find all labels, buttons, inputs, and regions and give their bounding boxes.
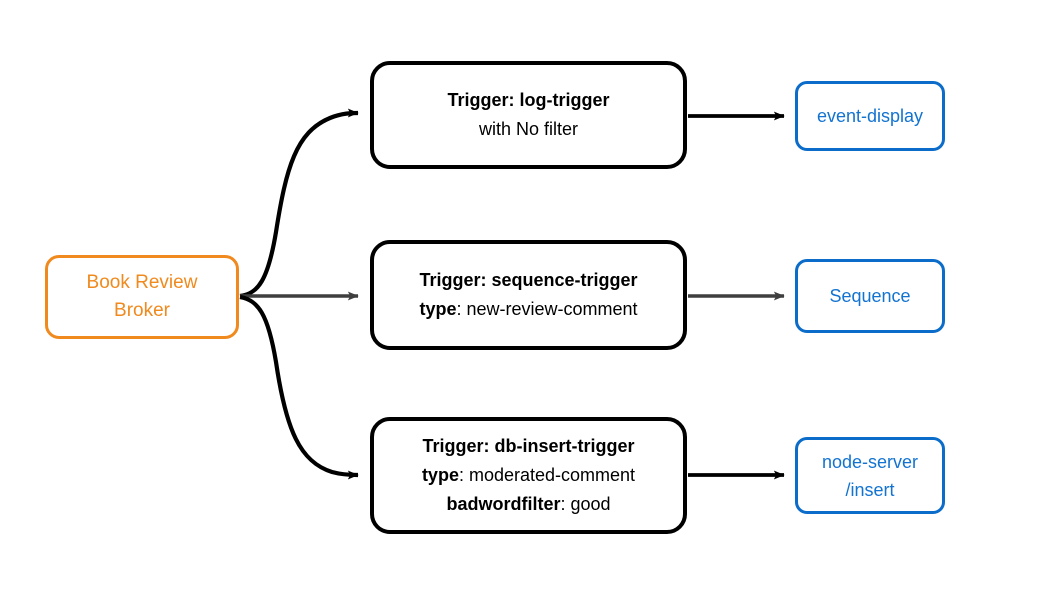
broker-label-line1: Book Review	[86, 272, 198, 293]
sequence-trigger-filter-sep: :	[456, 299, 467, 319]
sequence-trigger-filter-value: new-review-comment	[466, 299, 638, 319]
db-insert-trigger-type-key: type	[421, 465, 459, 485]
db-insert-trigger-type-sep: :	[458, 465, 469, 485]
db-insert-trigger-title-text: Trigger: db-insert-trigger	[422, 436, 635, 456]
sequence-trigger-filter: type: new-review-comment	[419, 295, 637, 324]
node-log-trigger[interactable]: Trigger: log-trigger with No filter	[370, 61, 687, 169]
node-node-server-insert[interactable]: node-server /insert	[795, 437, 945, 514]
db-insert-trigger-filter-type: type: moderated-comment	[422, 461, 635, 490]
node-server-label-line2: /insert	[845, 479, 895, 500]
log-trigger-title: Trigger: log-trigger	[448, 86, 610, 115]
broker-label-line2: Broker	[114, 300, 170, 321]
node-book-review-broker[interactable]: Book Review Broker	[45, 255, 239, 339]
edge-broker-to-log-trigger	[239, 108, 359, 299]
sequence-trigger-title: Trigger: sequence-trigger	[419, 266, 637, 295]
node-event-display[interactable]: event-display	[795, 81, 945, 151]
log-trigger-title-text: Trigger: log-trigger	[447, 90, 610, 110]
event-display-label: event-display	[816, 106, 924, 126]
node-db-insert-trigger[interactable]: Trigger: db-insert-trigger type: moderat…	[370, 417, 687, 534]
db-insert-trigger-badword-sep: :	[560, 494, 571, 514]
edge-broker-to-db-insert-trigger	[239, 294, 359, 480]
db-insert-trigger-badword-key: badwordfilter	[446, 494, 561, 514]
node-sequence[interactable]: Sequence	[795, 259, 945, 333]
node-server-label-line1: node-server	[821, 451, 919, 472]
db-insert-trigger-type-value: moderated-comment	[468, 465, 636, 485]
sequence-label: Sequence	[829, 286, 911, 306]
node-sequence-trigger[interactable]: Trigger: sequence-trigger type: new-revi…	[370, 240, 687, 350]
sequence-trigger-filter-key: type	[419, 299, 457, 319]
db-insert-trigger-filter-badword: badwordfilter: good	[446, 490, 610, 519]
db-insert-trigger-badword-value: good	[570, 494, 611, 514]
db-insert-trigger-title: Trigger: db-insert-trigger	[422, 432, 634, 461]
log-trigger-filter: with No filter	[478, 119, 579, 139]
sequence-trigger-title-text: Trigger: sequence-trigger	[419, 270, 638, 290]
